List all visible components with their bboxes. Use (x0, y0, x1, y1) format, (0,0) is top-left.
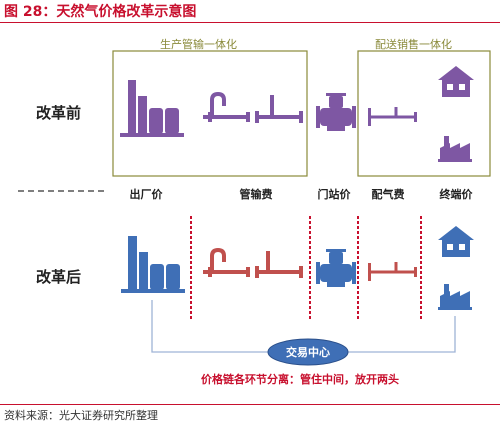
group-label-distribution: 配送销售一体化 (375, 38, 452, 51)
figure-title: 图 28：天然气价格改革示意图 (4, 4, 197, 20)
title-divider (0, 22, 500, 23)
distribution-group-box (357, 50, 491, 177)
exchange-center-shape (267, 338, 349, 366)
pipe-icon (368, 262, 417, 281)
figure-source: 资料来源：光大证券研究所整理 (4, 409, 158, 422)
price-label-distribution-fee: 配气费 (371, 188, 405, 201)
row-label-after: 改革后 (36, 268, 82, 286)
pipeline-icon (255, 95, 303, 123)
segment-dividers (190, 216, 422, 320)
production-group-box (112, 50, 308, 177)
consumer-connector (348, 316, 456, 353)
factory-icon (438, 136, 472, 162)
pipeline-icon (203, 91, 250, 122)
producer-connector (151, 300, 268, 353)
price-label-transmission-fee: 管输费 (239, 188, 273, 201)
source-divider (0, 404, 500, 405)
price-label-ex-factory: 出厂价 (129, 188, 163, 201)
house-icon (438, 226, 474, 257)
pipeline-icon (255, 251, 303, 278)
house-icon (438, 66, 474, 97)
reform-note: 价格链各环节分离：管住中间，放开两头 (201, 373, 399, 386)
factory-icon (438, 284, 472, 310)
valve-icon (316, 249, 356, 287)
pipe-icon (368, 107, 417, 126)
factory-icon (120, 80, 184, 137)
price-label-city-gate: 门站价 (317, 188, 351, 201)
group-label-production: 生产管输一体化 (160, 38, 237, 51)
pipeline-icon (203, 247, 250, 277)
factory-icon (121, 236, 185, 293)
price-label-end-user: 终端价 (439, 188, 473, 201)
row-label-before: 改革前 (36, 104, 82, 122)
exchange-center-label: 交易中心 (286, 346, 330, 359)
valve-icon (316, 93, 356, 131)
